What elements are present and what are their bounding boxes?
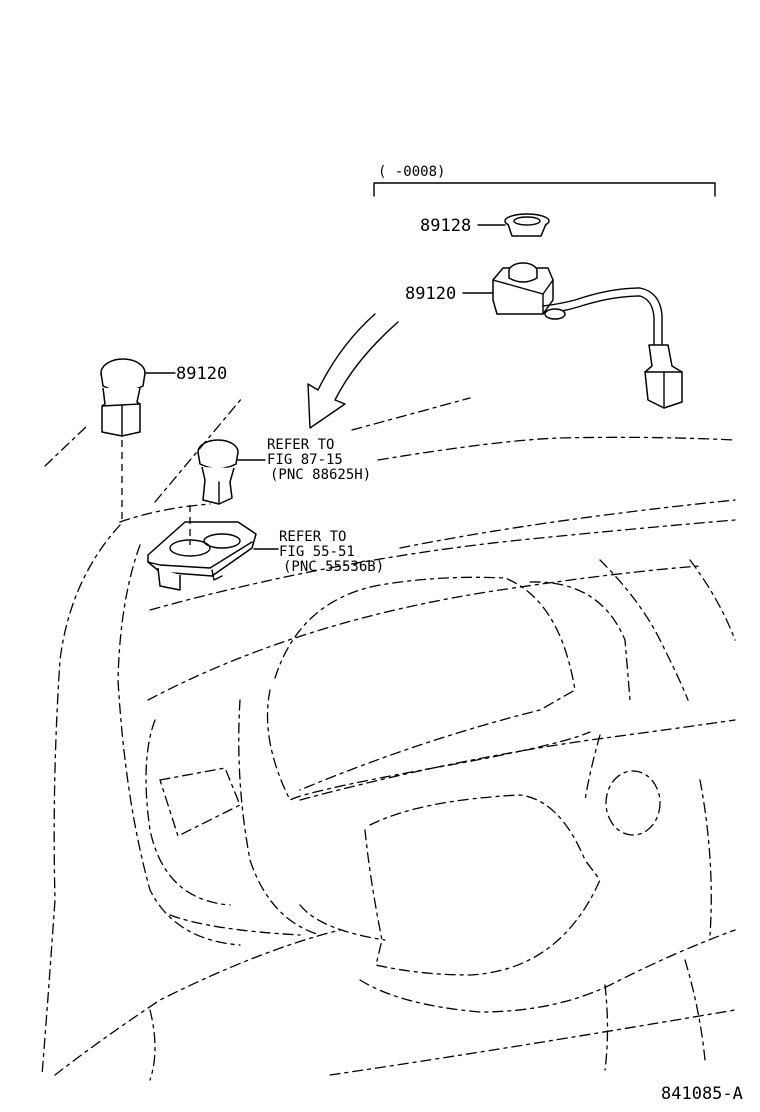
refer2-line2: FIG 55-51 xyxy=(279,544,355,560)
refer2-line1: REFER TO xyxy=(279,529,346,545)
figure-code: 841085-A xyxy=(661,1084,743,1104)
part-89128[interactable]: 89128 xyxy=(420,213,550,237)
refer-part-87-15[interactable]: REFER TO FIG 87-15 (PNC 88625H) xyxy=(197,437,371,505)
production-range-bracket: ( -0008) xyxy=(373,164,716,197)
refer1-line3: (PNC 88625H) xyxy=(270,467,371,483)
part-89120-top[interactable]: 89120 xyxy=(405,262,683,409)
bracket-label: ( -0008) xyxy=(378,164,445,180)
instrument-panel-outline xyxy=(41,436,736,1081)
guide-lines xyxy=(44,397,471,545)
label-89120-top: 89120 xyxy=(405,284,456,304)
install-arrow xyxy=(307,313,399,429)
label-89128: 89128 xyxy=(420,216,471,236)
label-89120-left: 89120 xyxy=(176,364,227,384)
refer1-line1: REFER TO xyxy=(267,437,334,453)
part-89120-left[interactable]: 89120 xyxy=(100,358,227,437)
refer1-line2: FIG 87-15 xyxy=(267,452,343,468)
refer-part-55-51[interactable]: REFER TO FIG 55-51 (PNC 55536B) xyxy=(147,521,384,591)
